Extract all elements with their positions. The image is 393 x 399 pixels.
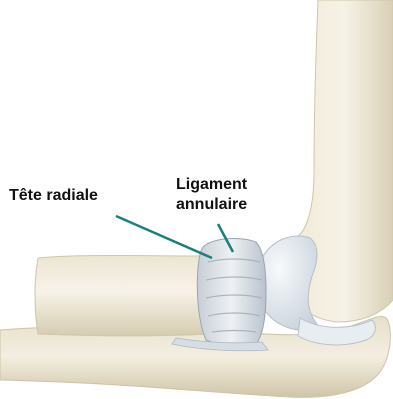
- annular-ligament-label: Ligament annulaire: [176, 175, 247, 215]
- capitulum-cartilage: [257, 236, 320, 330]
- annular-ligament-label-line1: Ligament: [176, 175, 247, 195]
- radial-head-leader-line: [116, 216, 212, 258]
- annular-ligament-label-line2: annulaire: [176, 195, 247, 215]
- radial-head-label: Tête radiale: [9, 186, 98, 206]
